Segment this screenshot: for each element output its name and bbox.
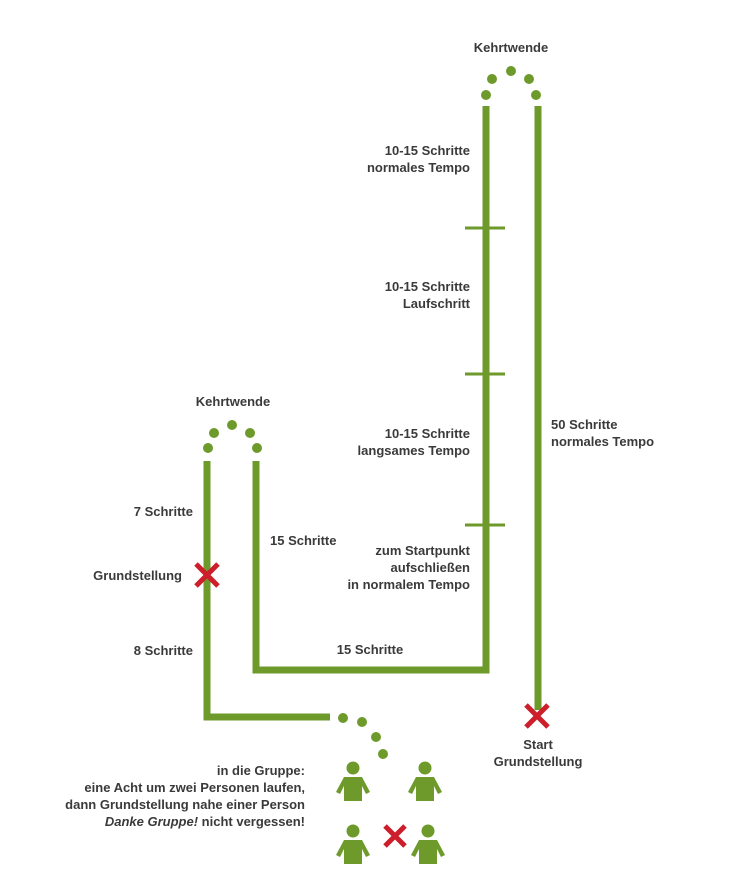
person-icon [336,824,370,864]
segment-label-close-1: zum Startpunkt [375,543,470,558]
segment-label-close-2: aufschließen [391,560,471,575]
segment-label-top: 10-15 Schritte [385,143,470,158]
group-instruction-4: Danke Gruppe! nicht vergessen! [105,814,305,829]
group-instruction-1: in die Gruppe: [217,763,305,778]
segment-label-run: 10-15 Schritte [385,279,470,294]
group-thanks: Danke Gruppe! [105,814,199,829]
person-icon [336,761,370,801]
segment-label-left-inner: 15 Schritte [270,533,336,548]
route-line-group-approach [203,461,330,721]
turn-label-right: Kehrtwende [474,40,548,55]
group-instruction-2: eine Acht um zwei Personen laufen, [84,780,305,795]
segment-label-right-tempo: normales Tempo [551,434,654,449]
turn-dots-right [481,66,541,100]
position-label: Grundstellung [93,568,182,583]
turn-dots-left [203,420,262,453]
segment-label-run-tempo: Laufschritt [403,296,471,311]
group-reminder: nicht vergessen! [198,814,305,829]
segment-label-right: 50 Schritte [551,417,617,432]
person-icon [408,761,442,801]
segment-label-left-upper: 7 Schritte [134,504,193,519]
cross-icon [524,703,550,729]
person-icon [411,824,445,864]
segment-label-bottom: 15 Schritte [337,642,403,657]
dots-to-group [338,713,388,759]
segment-label-slow: 10-15 Schritte [385,426,470,441]
cross-icon [194,562,220,588]
start-label: Start [523,737,553,752]
segment-label-slow-tempo: langsames Tempo [358,443,471,458]
segment-label-left-lower: 8 Schritte [134,643,193,658]
start-position-label: Grundstellung [494,754,583,769]
segment-label-close-3: in normalem Tempo [347,577,470,592]
route-line-return [252,106,490,674]
segment-label-top-tempo: normales Tempo [367,160,470,175]
group-instruction-3: dann Grundstellung nahe einer Person [65,797,305,812]
turn-label-left: Kehrtwende [196,394,270,409]
cross-icon [383,824,407,848]
